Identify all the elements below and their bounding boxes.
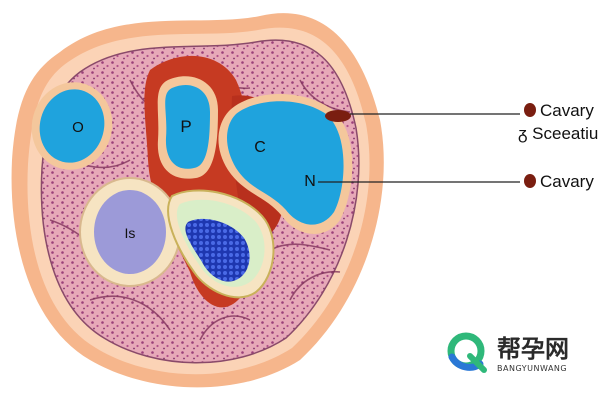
label-o: O [72,119,84,136]
nucleus-cluster [185,218,250,282]
callout-marker-1 [325,110,351,122]
label-c: C [254,139,266,156]
watermark-brand: 帮孕网 [497,335,569,363]
label-p: P [180,117,191,136]
watermark-sub: BANGYUNWANG [497,364,567,373]
callout-dot-2 [524,174,536,188]
watermark: 帮孕网 BANGYUNWANG [447,332,569,373]
callout-sublabel-1: ᵹ Sceeatiu [518,124,598,143]
callout-label-2: Cavary [540,172,594,191]
region-is [94,190,166,274]
label-n: N [304,173,316,190]
cavity-c [227,101,344,225]
cavity-o [39,89,105,163]
callout-label-1: Cavary [540,101,594,120]
label-is: Is [125,225,136,241]
cavity-p [165,85,210,169]
callout-dot-1 [524,103,536,117]
